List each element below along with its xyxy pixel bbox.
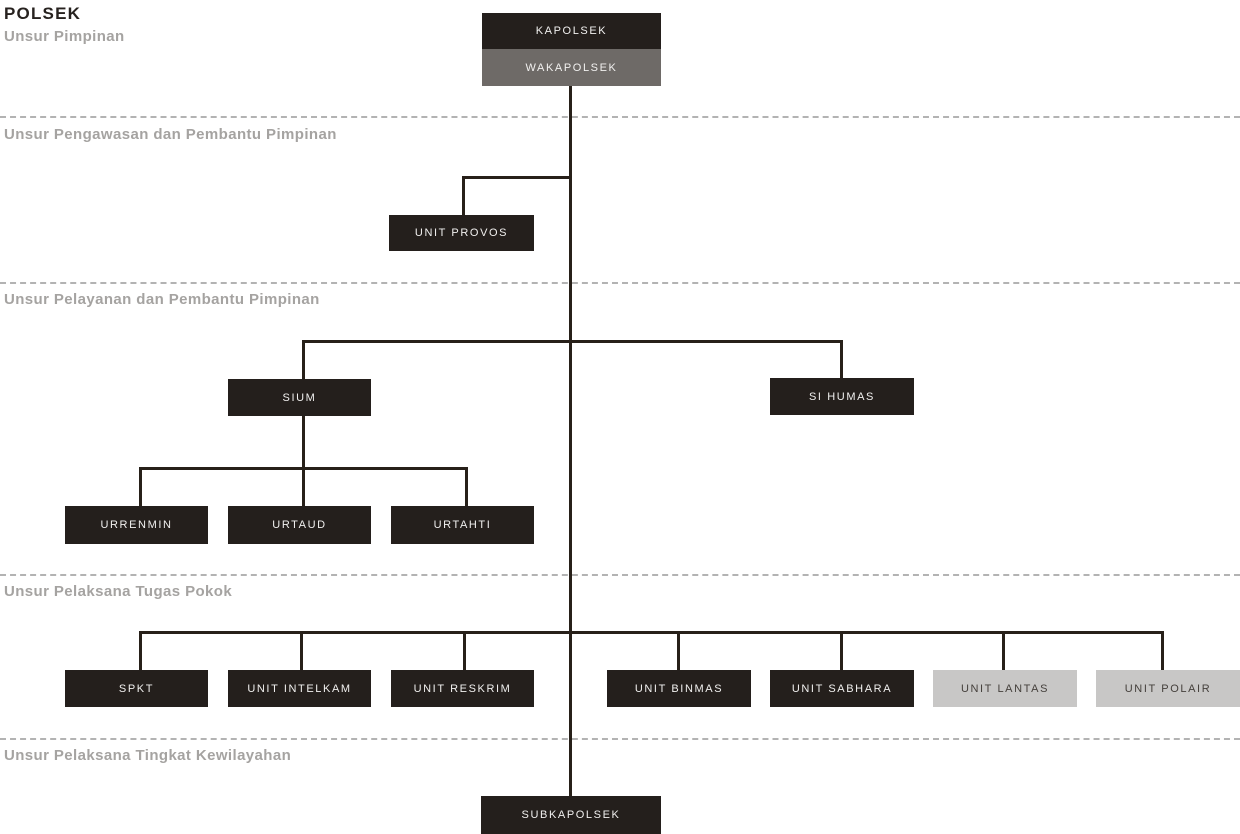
connector-provos-horizontal [462,176,572,179]
node-unit-lantas: UNIT LANTAS [933,670,1077,707]
node-unit-polair: UNIT POLAIR [1096,670,1240,707]
connector-binmas-drop [677,631,680,670]
node-subkapolsek: SUBKAPOLSEK [481,796,661,834]
section-label-unsur-pelayanan: Unsur Pelayanan dan Pembantu Pimpinan [4,291,320,308]
connector-urrenmin-drop [139,467,142,506]
page-title: POLSEK [4,4,82,23]
connector-intelkam-drop [300,631,303,670]
connector-lantas-drop [1002,631,1005,670]
connector-sium-drop [302,340,305,379]
connector-row2-horizontal [302,340,843,343]
section-label-unsur-pelaksana-kewilayahan: Unsur Pelaksana Tingkat Kewilayahan [4,747,292,764]
connector-sium-stem [302,416,305,467]
node-urrenmin: URRENMIN [65,506,208,544]
connector-row4-horizontal [139,631,1164,634]
connector-sihumas-drop [840,340,843,378]
node-sium: SIUM [228,379,371,416]
connector-main-trunk [569,86,572,797]
node-unit-intelkam: UNIT INTELKAM [228,670,371,707]
section-divider-1 [0,116,1240,118]
node-urtaud: URTAUD [228,506,371,544]
node-unit-provos: UNIT PROVOS [389,215,534,251]
node-unit-binmas: UNIT BINMAS [607,670,751,707]
node-unit-sabhara: UNIT SABHARA [770,670,914,707]
connector-urtaud-drop [302,467,305,506]
section-divider-3 [0,574,1240,576]
node-wakapolsek: WAKAPOLSEK [482,49,661,86]
connector-polair-drop [1161,631,1164,670]
node-unit-reskrim: UNIT RESKRIM [391,670,534,707]
section-divider-2 [0,282,1240,284]
section-label-unsur-pimpinan: Unsur Pimpinan [4,28,125,45]
node-spkt: SPKT [65,670,208,707]
node-si-humas: SI HUMAS [770,378,914,415]
section-label-unsur-pengawasan: Unsur Pengawasan dan Pembantu Pimpinan [4,126,337,143]
connector-urtahti-drop [465,467,468,506]
connector-spkt-drop [139,631,142,670]
node-urtahti: URTAHTI [391,506,534,544]
node-kapolsek: KAPOLSEK [482,13,661,49]
connector-sabhara-drop [840,631,843,670]
connector-reskrim-drop [463,631,466,670]
section-divider-4 [0,738,1240,740]
section-label-unsur-pelaksana-tugas: Unsur Pelaksana Tugas Pokok [4,583,233,600]
connector-provos-drop [462,176,465,215]
